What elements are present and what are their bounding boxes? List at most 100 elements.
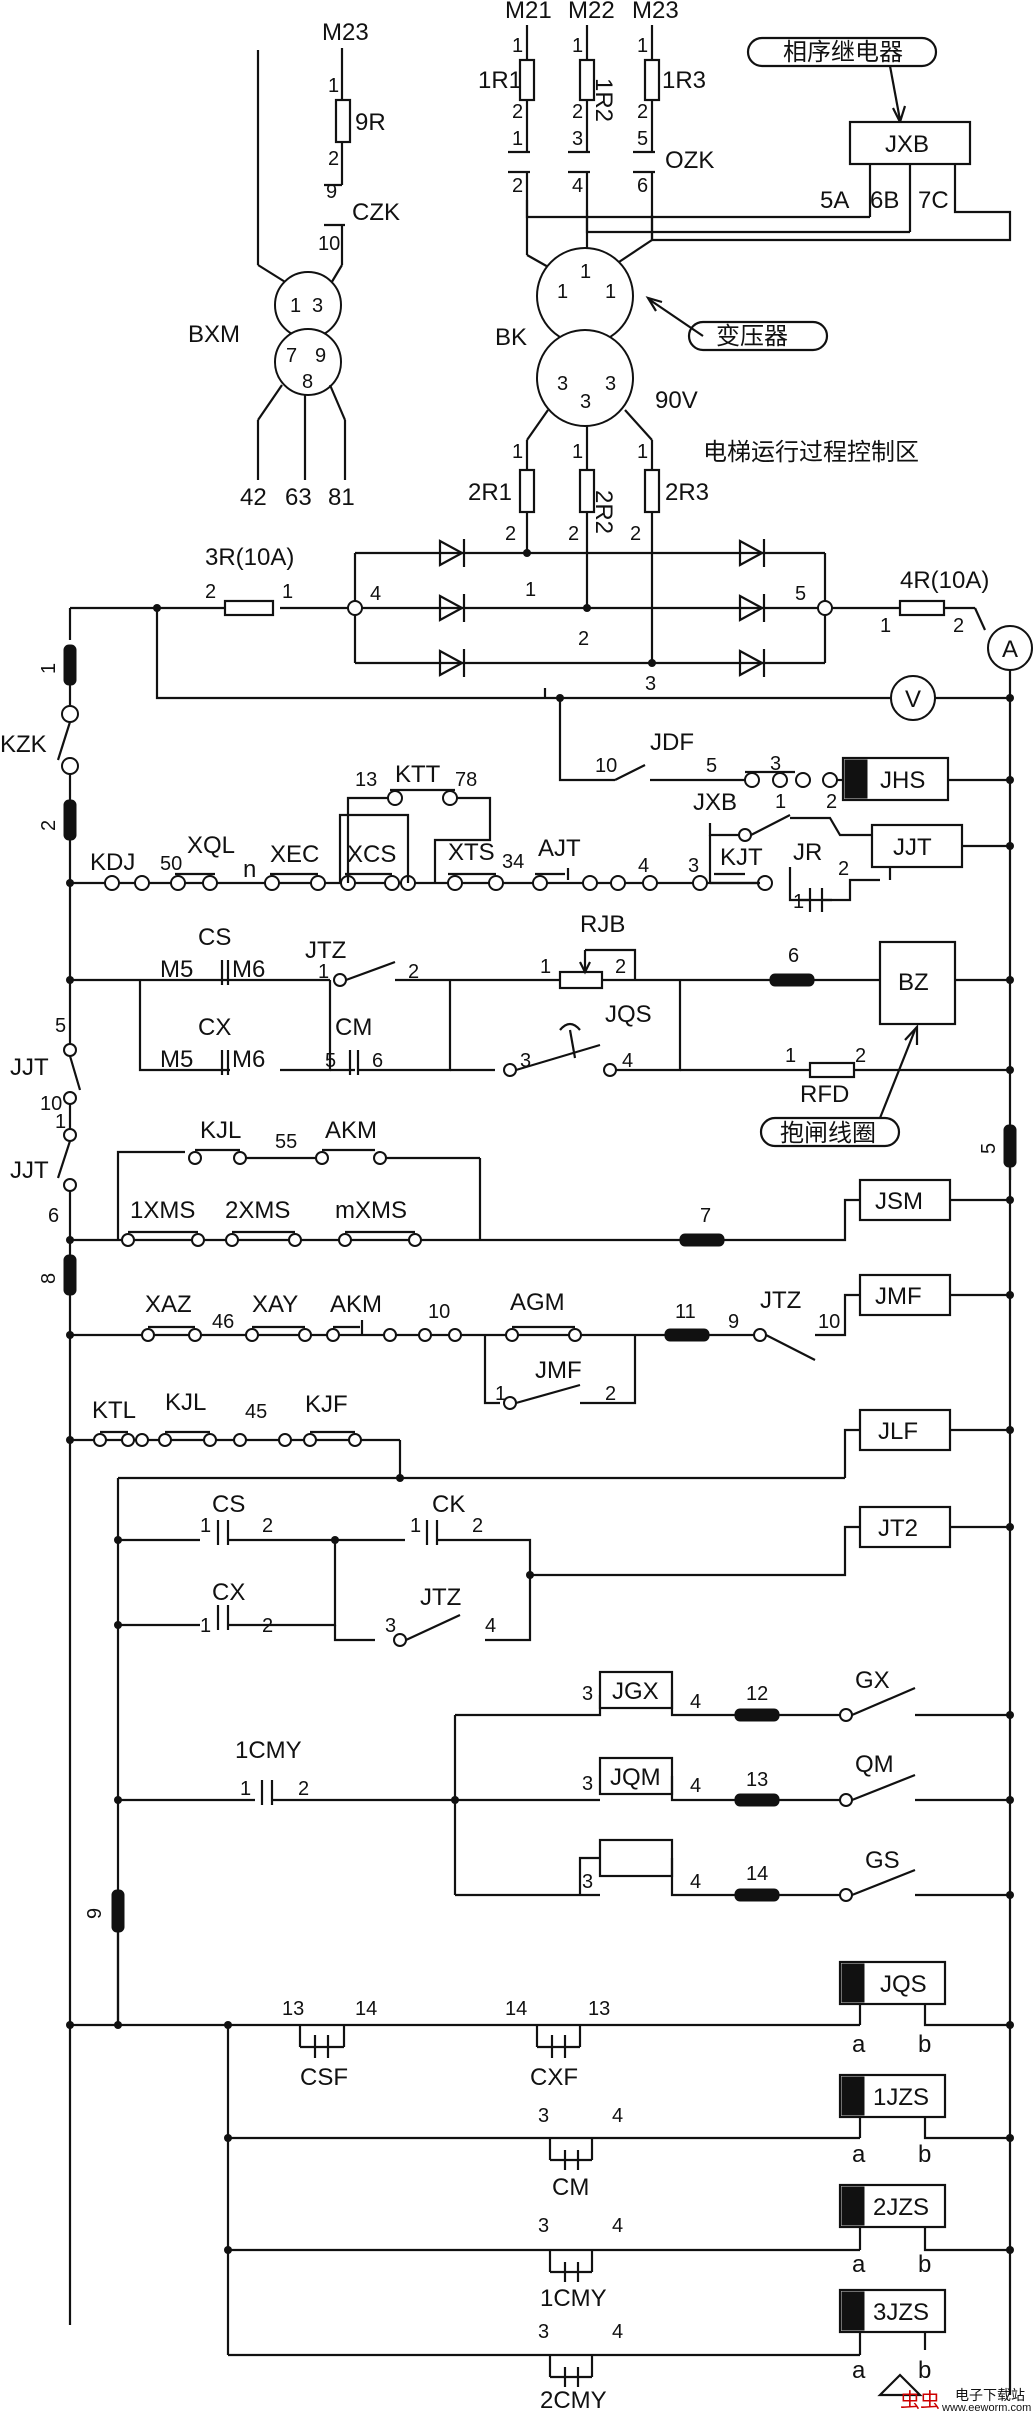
svg-text:2: 2 <box>38 820 60 831</box>
cm-label-b: CM <box>552 2174 589 2201</box>
n-label: n <box>243 856 256 883</box>
svg-text:1: 1 <box>580 261 591 283</box>
svg-text:13: 13 <box>282 1998 304 2020</box>
svg-text:4: 4 <box>690 1871 701 1893</box>
svg-text:4: 4 <box>612 2215 623 2237</box>
svg-text:2: 2 <box>205 581 216 603</box>
svg-text:5: 5 <box>637 128 648 150</box>
xcs-label: XCS <box>347 841 396 868</box>
bk-label: BK <box>495 324 527 351</box>
output-42: 42 <box>240 484 267 511</box>
svg-text:2: 2 <box>838 858 849 880</box>
svg-text:6: 6 <box>637 175 648 197</box>
coil-1jzs-label: 1JZS <box>873 2084 929 2111</box>
ozk-label: OZK <box>665 147 714 174</box>
watermark-site: 电子下载站 <box>955 2388 1025 2404</box>
xaz-label: XAZ <box>145 1291 192 1318</box>
svg-text:4: 4 <box>370 583 381 605</box>
svg-text:3: 3 <box>538 2105 549 2127</box>
svg-text:1: 1 <box>557 281 568 303</box>
svg-text:1: 1 <box>240 1778 251 1800</box>
svg-text:13: 13 <box>746 1769 768 1791</box>
jxb-5a: 5A <box>820 187 849 214</box>
fuse-2r1 <box>518 468 536 514</box>
svg-text:1: 1 <box>637 441 648 463</box>
svg-text:1: 1 <box>328 75 339 97</box>
svg-text:10: 10 <box>595 755 617 777</box>
row-jhs: 10 JDF 5 3 JHS <box>556 694 1014 802</box>
fuse-1r3 <box>643 58 661 102</box>
svg-text:1: 1 <box>495 1383 506 1405</box>
voltmeter-label: V <box>905 686 921 713</box>
callout-phase-relay <box>746 36 938 68</box>
m6-label: M6 <box>232 956 265 983</box>
terminal-5 <box>1003 1124 1017 1168</box>
kjt-label: KJT <box>720 844 763 871</box>
ajt-label: AJT <box>538 835 581 862</box>
svg-text:4: 4 <box>485 1615 496 1637</box>
svg-text:14: 14 <box>505 1998 527 2020</box>
m21-label: M21 <box>505 0 552 24</box>
xmsm-label: mXMS <box>335 1197 407 1224</box>
cx-label: CX <box>198 1014 231 1041</box>
terminal-6 <box>769 973 815 987</box>
svg-text:1: 1 <box>200 1515 211 1537</box>
ammeter-label: A <box>1002 636 1018 663</box>
svg-text:1: 1 <box>637 35 648 57</box>
callout-phase-relay-text: 相序继电器 <box>783 38 903 66</box>
svg-text:3: 3 <box>312 295 323 317</box>
gs-label: GS <box>865 1847 900 1874</box>
svg-text:1: 1 <box>605 281 616 303</box>
svg-text:4: 4 <box>612 2105 623 2127</box>
svg-text:1: 1 <box>55 1111 66 1133</box>
ck-label: CK <box>432 1491 465 1518</box>
bk-secondary-winding <box>536 329 634 427</box>
kjl-label-2: KJL <box>165 1389 206 1416</box>
svg-text:1: 1 <box>38 663 60 674</box>
svg-text:14: 14 <box>746 1863 768 1885</box>
ktl-label: KTL <box>92 1397 136 1424</box>
svg-text:78: 78 <box>455 769 477 791</box>
terminal-2 <box>63 799 77 841</box>
svg-text:5: 5 <box>706 755 717 777</box>
bxm-secondary-winding <box>274 328 342 396</box>
coil-jlf <box>858 1408 952 1452</box>
jtz-label-jmf: JTZ <box>760 1287 801 1314</box>
svg-text:1: 1 <box>512 35 523 57</box>
svg-text:2: 2 <box>572 101 583 123</box>
svg-text:7: 7 <box>700 1205 711 1227</box>
section-title: 电梯运行过程控制区 <box>703 438 919 466</box>
svg-text:3: 3 <box>572 128 583 150</box>
svg-text:13: 13 <box>355 769 377 791</box>
cmy2-label: 2CMY <box>540 2387 607 2413</box>
svg-text:2: 2 <box>262 1515 273 1537</box>
bxm-label: BXM <box>188 321 240 348</box>
svg-text:2: 2 <box>408 961 419 983</box>
xay-label: XAY <box>252 1291 298 1318</box>
coil-jlf-label: JLF <box>878 1418 918 1445</box>
svg-text:4: 4 <box>690 1775 701 1797</box>
fuse-3r-label: 3R(10A) <box>205 544 294 571</box>
fuse-4r <box>898 599 946 617</box>
xts-label: XTS <box>448 839 495 866</box>
svg-text:3: 3 <box>582 1683 593 1705</box>
terminal-7 <box>679 1233 725 1247</box>
coil-jqm-label: JQM <box>610 1764 661 1791</box>
terminal-11 <box>664 1328 710 1342</box>
coil-jt2 <box>858 1505 952 1549</box>
svg-text:6: 6 <box>372 1050 383 1072</box>
svg-text:1: 1 <box>318 961 329 983</box>
jjt-contact-label-1: JJT <box>10 1054 49 1081</box>
svg-text:34: 34 <box>502 851 524 873</box>
svg-text:4: 4 <box>572 175 583 197</box>
svg-text:46: 46 <box>212 1311 234 1333</box>
jmf-contact-label: JMF <box>535 1357 582 1384</box>
svg-text:3: 3 <box>645 673 656 695</box>
svg-text:7: 7 <box>286 345 297 367</box>
kjl-label: KJL <box>200 1117 241 1144</box>
